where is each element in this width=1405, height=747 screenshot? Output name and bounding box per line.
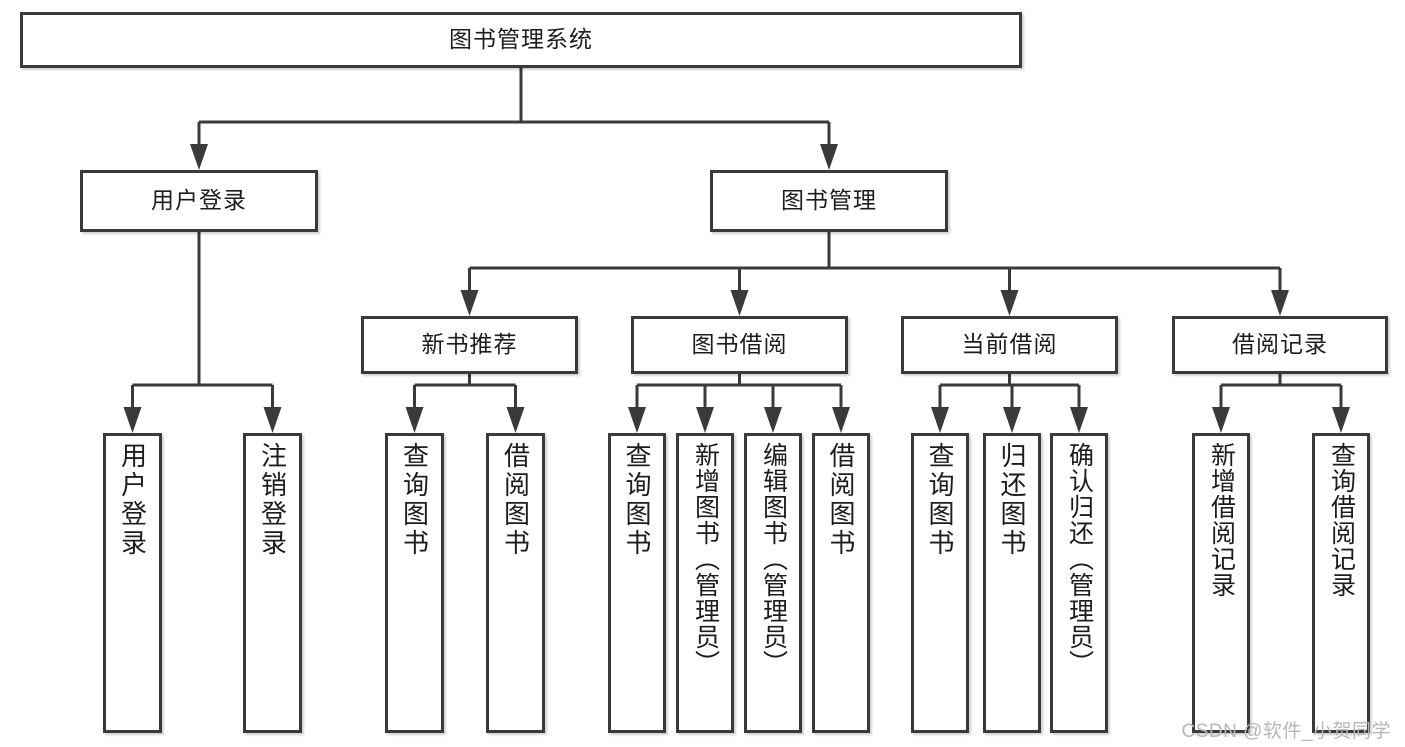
node-label: 确认归还（管理员）	[1065, 442, 1094, 676]
leaf-logout[interactable]: 注销登录	[243, 433, 302, 733]
node-label: 新增借阅记录	[1207, 442, 1236, 598]
node-new-book-recommend[interactable]: 新书推荐	[361, 316, 578, 374]
leaf-query-book-3[interactable]: 查询图书	[911, 433, 969, 733]
node-label: 借阅图书	[826, 442, 856, 558]
leaf-user-login[interactable]: 用户登录	[103, 433, 162, 733]
leaf-borrow-book-1[interactable]: 借阅图书	[486, 433, 545, 733]
node-label: 图书管理系统	[449, 26, 593, 53]
node-label: 查询图书	[622, 442, 652, 558]
node-label: 当前借阅	[961, 331, 1058, 358]
leaf-query-book-1[interactable]: 查询图书	[385, 433, 444, 733]
node-book-borrow[interactable]: 图书借阅	[631, 316, 848, 374]
node-label: 图书借阅	[691, 331, 788, 358]
node-label: 用户登录	[117, 442, 148, 558]
leaf-query-borrow-record[interactable]: 查询借阅记录	[1312, 433, 1370, 733]
node-label: 归还图书	[997, 442, 1027, 558]
leaf-query-book-2[interactable]: 查询图书	[608, 433, 666, 733]
node-label: 借阅记录	[1232, 331, 1328, 358]
leaf-confirm-return[interactable]: 确认归还（管理员）	[1050, 433, 1108, 733]
node-label: 查询图书	[925, 442, 955, 558]
node-label: 查询借阅记录	[1327, 442, 1356, 598]
node-label: 注销登录	[257, 442, 288, 558]
node-label: 借阅图书	[500, 442, 531, 558]
leaf-borrow-book-2[interactable]: 借阅图书	[812, 433, 870, 733]
node-book-manage[interactable]: 图书管理	[710, 170, 948, 232]
node-root[interactable]: 图书管理系统	[20, 12, 1022, 68]
node-label: 用户登录	[151, 187, 247, 214]
node-label: 查询图书	[399, 442, 430, 558]
leaf-add-borrow-record[interactable]: 新增借阅记录	[1192, 433, 1250, 733]
node-label: 新增图书（管理员）	[691, 442, 720, 676]
node-label: 新书推荐	[421, 331, 518, 358]
leaf-edit-book[interactable]: 编辑图书（管理员）	[744, 433, 802, 733]
node-label: 图书管理	[781, 187, 877, 214]
leaf-add-book[interactable]: 新增图书（管理员）	[676, 433, 734, 733]
node-borrow-record[interactable]: 借阅记录	[1172, 316, 1388, 374]
node-label: 编辑图书（管理员）	[759, 442, 788, 676]
node-current-borrow[interactable]: 当前借阅	[901, 316, 1118, 374]
node-user-login[interactable]: 用户登录	[80, 170, 318, 232]
leaf-return-book[interactable]: 归还图书	[983, 433, 1041, 733]
csdn-watermark: CSDN @软件_小贺同学	[1181, 721, 1391, 742]
